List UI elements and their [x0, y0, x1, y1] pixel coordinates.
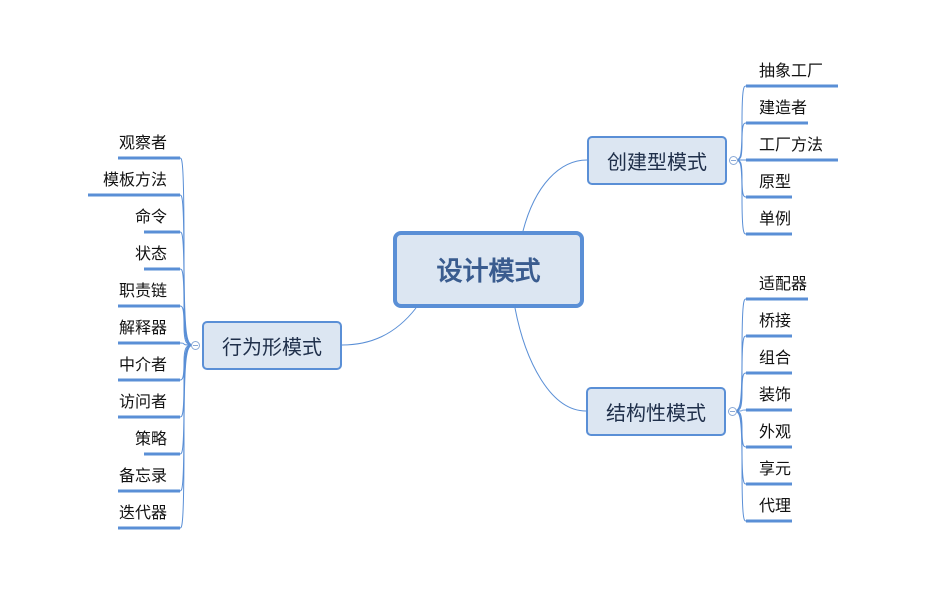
child-connector	[732, 159, 747, 198]
subtopic-behavioral[interactable]: 中介者	[118, 355, 167, 374]
subtopic-structural[interactable]: 代理	[759, 496, 792, 515]
connector-creational	[522, 159, 588, 232]
collapse-creational-toggle[interactable]	[729, 156, 738, 165]
child-connector	[732, 122, 747, 161]
child-connector	[179, 344, 196, 492]
child-connector	[732, 159, 747, 235]
child-connector	[731, 372, 747, 412]
topic-structural-label: 结构性模式	[606, 401, 706, 425]
child-connector	[731, 410, 747, 448]
subtopic-behavioral[interactable]: 备忘录	[118, 466, 167, 485]
child-connector	[179, 344, 196, 455]
topic-behavioral-label: 行为形模式	[222, 335, 322, 359]
subtopic-structural[interactable]: 适配器	[759, 274, 808, 293]
connector-structural	[514, 307, 587, 412]
subtopic-creational[interactable]: 单例	[759, 209, 792, 228]
subtopic-behavioral[interactable]: 访问者	[118, 392, 167, 411]
child-connector	[179, 157, 196, 346]
central-topic[interactable]: 设计模式	[393, 231, 584, 308]
subtopic-structural[interactable]: 桥接	[759, 311, 792, 330]
subtopic-structural[interactable]: 享元	[759, 459, 792, 478]
child-connector	[179, 342, 196, 346]
subtopic-creational[interactable]: 工厂方法	[759, 135, 824, 154]
connector-behavioral	[341, 307, 417, 346]
subtopic-structural[interactable]: 外观	[759, 422, 792, 441]
topic-creational[interactable]: 创建型模式	[587, 136, 727, 185]
subtopic-structural[interactable]: 组合	[759, 348, 792, 367]
child-connector	[179, 344, 196, 529]
child-connector	[731, 409, 747, 412]
collapse-structural-toggle[interactable]	[728, 407, 737, 416]
child-connector	[179, 344, 196, 418]
subtopic-behavioral[interactable]: 状态	[134, 244, 167, 263]
subtopic-creational[interactable]: 抽象工厂	[759, 61, 824, 80]
subtopic-behavioral[interactable]: 模板方法	[102, 170, 167, 189]
topic-creational-label: 创建型模式	[607, 150, 707, 174]
subtopic-behavioral[interactable]: 策略	[134, 429, 167, 448]
child-connector	[731, 410, 747, 485]
subtopic-behavioral[interactable]: 迭代器	[118, 503, 167, 522]
subtopic-behavioral[interactable]: 命令	[134, 207, 167, 226]
child-connector	[179, 194, 196, 346]
subtopic-behavioral[interactable]: 观察者	[118, 133, 167, 152]
subtopic-structural[interactable]: 装饰	[759, 385, 792, 404]
child-connector	[732, 85, 747, 161]
subtopic-creational[interactable]: 建造者	[759, 98, 808, 117]
child-connector	[731, 410, 747, 522]
subtopic-behavioral[interactable]: 职责链	[118, 281, 167, 300]
child-connector	[179, 231, 196, 346]
child-connector	[731, 298, 747, 412]
subtopic-creational[interactable]: 原型	[759, 172, 792, 191]
central-topic-label: 设计模式	[436, 257, 541, 287]
topic-behavioral[interactable]: 行为形模式	[202, 321, 342, 370]
subtopic-behavioral[interactable]: 解释器	[118, 318, 167, 337]
topic-structural[interactable]: 结构性模式	[586, 387, 726, 436]
collapse-behavioral-toggle[interactable]	[191, 341, 200, 350]
